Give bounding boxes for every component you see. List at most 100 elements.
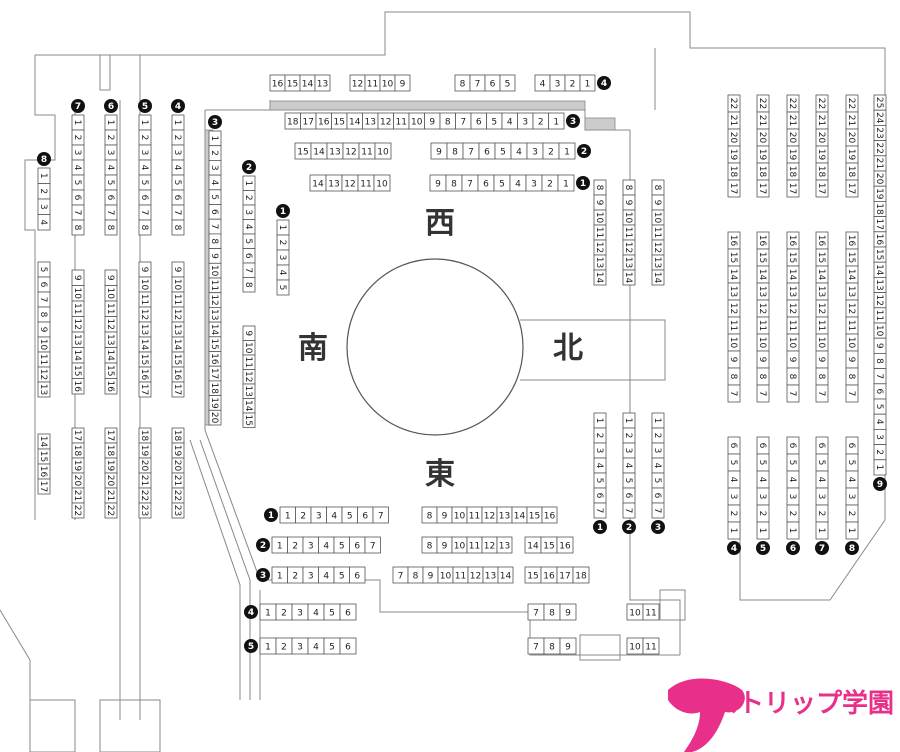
seat[interactable]: 11	[651, 224, 665, 241]
seat[interactable]: 12	[138, 306, 152, 323]
seat[interactable]: 2	[651, 427, 665, 444]
seat-box[interactable]	[815, 179, 829, 198]
seat[interactable]: 4	[318, 536, 335, 554]
seat[interactable]: 11	[727, 316, 741, 335]
seat[interactable]: 5	[333, 566, 350, 584]
seat[interactable]: 6	[71, 189, 85, 206]
seat-box[interactable]	[559, 603, 577, 621]
seat[interactable]: 16	[171, 366, 185, 383]
seat[interactable]: 10	[373, 174, 391, 192]
seat[interactable]: 12	[727, 299, 741, 318]
seat[interactable]: 14	[71, 347, 85, 364]
seat[interactable]: 7	[138, 204, 152, 221]
seat[interactable]: 7	[171, 204, 185, 221]
seat[interactable]: 11	[393, 112, 410, 130]
seat-box[interactable]	[579, 74, 596, 92]
seat[interactable]: 6	[171, 189, 185, 206]
seat[interactable]: 8	[543, 637, 561, 655]
seat[interactable]: 7	[622, 502, 636, 519]
seat[interactable]: 1	[242, 175, 256, 191]
seat[interactable]: 4	[307, 603, 325, 621]
seat[interactable]: 12	[342, 142, 360, 160]
seat[interactable]: 14	[873, 261, 887, 278]
seat[interactable]: 7	[727, 384, 741, 403]
seat-box[interactable]	[642, 637, 660, 655]
seat[interactable]: 20	[71, 472, 85, 489]
seat[interactable]: 20	[756, 128, 770, 147]
seat[interactable]: 9	[104, 269, 118, 286]
seat[interactable]: 10	[626, 603, 644, 621]
seat[interactable]: 21	[71, 487, 85, 504]
seat[interactable]: 6	[208, 204, 222, 220]
seat[interactable]: 11	[452, 566, 469, 584]
seat[interactable]: 9	[208, 248, 222, 264]
seat-box[interactable]	[557, 174, 575, 192]
seat[interactable]: 15	[242, 412, 256, 428]
seat[interactable]: 7	[37, 291, 51, 308]
seat[interactable]: 11	[71, 300, 85, 317]
seat[interactable]: 22	[71, 502, 85, 519]
seat[interactable]: 1	[786, 521, 800, 540]
seat[interactable]: 4	[845, 470, 859, 489]
seat[interactable]: 5	[323, 637, 341, 655]
seat[interactable]: 6	[349, 536, 366, 554]
seat[interactable]: 19	[104, 457, 118, 474]
seat[interactable]: 6	[339, 603, 357, 621]
seat[interactable]: 19	[786, 145, 800, 164]
seat[interactable]: 5	[756, 453, 770, 472]
seat[interactable]: 11	[873, 307, 887, 324]
seat[interactable]: 3	[71, 144, 85, 161]
seat[interactable]: 7	[756, 384, 770, 403]
seat[interactable]: 5	[486, 112, 503, 130]
seat[interactable]: 2	[593, 427, 607, 444]
seat[interactable]: 6	[815, 436, 829, 455]
seat-box[interactable]	[171, 502, 185, 519]
seat[interactable]: 12	[242, 369, 256, 385]
seat[interactable]: 11	[845, 316, 859, 335]
seat[interactable]: 13	[496, 506, 513, 524]
seat[interactable]: 13	[873, 276, 887, 293]
seat[interactable]: 9	[815, 350, 829, 369]
seat[interactable]: 3	[517, 112, 534, 130]
seat[interactable]: 13	[593, 254, 607, 271]
seat-box[interactable]	[349, 566, 366, 584]
seat[interactable]: 3	[276, 249, 290, 266]
seat[interactable]: 11	[357, 174, 375, 192]
seat[interactable]: 8	[421, 506, 438, 524]
seat[interactable]: 10	[374, 142, 392, 160]
seat[interactable]: 16	[815, 231, 829, 250]
seat-box[interactable]	[499, 74, 516, 92]
seat[interactable]: 4	[37, 214, 51, 231]
seat[interactable]: 5	[494, 142, 512, 160]
seat[interactable]: 18	[756, 162, 770, 181]
seat[interactable]: 10	[208, 262, 222, 279]
seat-box[interactable]	[548, 112, 565, 130]
seat[interactable]: 7	[815, 384, 829, 403]
seat[interactable]: 6	[138, 189, 152, 206]
seat[interactable]: 8	[786, 367, 800, 386]
seat[interactable]: 20	[138, 457, 152, 474]
seat[interactable]: 2	[242, 190, 256, 206]
seat[interactable]: 8	[622, 179, 636, 196]
seat-box[interactable]	[276, 279, 290, 296]
seat[interactable]: 16	[727, 231, 741, 250]
seat-box[interactable]	[314, 74, 331, 92]
seat[interactable]: 2	[275, 603, 293, 621]
seat[interactable]: 9	[845, 350, 859, 369]
seat[interactable]: 12	[71, 316, 85, 333]
seat[interactable]: 20	[786, 128, 800, 147]
seat[interactable]: 9	[430, 142, 448, 160]
seat-box[interactable]	[727, 384, 741, 403]
seat[interactable]: 14	[171, 336, 185, 353]
seat[interactable]: 17	[756, 179, 770, 198]
seat[interactable]: 4	[138, 159, 152, 176]
seat[interactable]: 19	[138, 442, 152, 459]
seat-box[interactable]	[786, 179, 800, 198]
seat[interactable]: 9	[622, 194, 636, 211]
seat[interactable]: 20	[873, 170, 887, 187]
seat[interactable]: 2	[275, 637, 293, 655]
seat[interactable]: 11	[37, 351, 51, 368]
seat[interactable]: 2	[138, 129, 152, 146]
seat[interactable]: 5	[208, 189, 222, 205]
seat[interactable]: 13	[171, 321, 185, 338]
